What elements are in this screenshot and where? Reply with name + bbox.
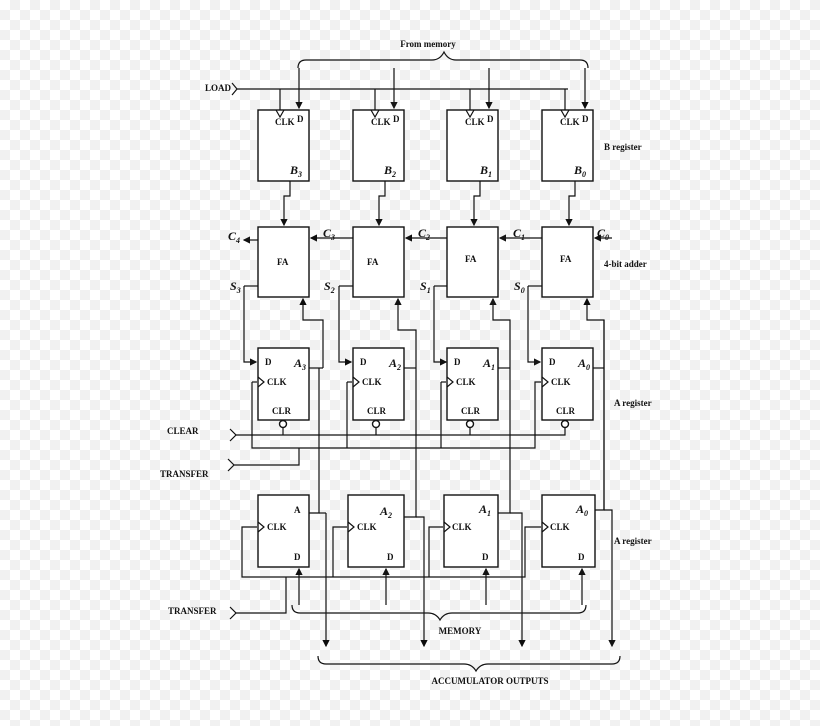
a3-d: D xyxy=(265,357,272,367)
out0-flipflop xyxy=(541,494,596,568)
load-input-chevron xyxy=(231,82,238,96)
out1-clk: CLK xyxy=(452,522,472,532)
a0-flipflop xyxy=(541,347,594,421)
a0-clk: CLK xyxy=(551,377,571,387)
out1-flipflop xyxy=(443,494,499,568)
fa-0 xyxy=(541,226,594,298)
b0-d: D xyxy=(582,114,589,124)
b0-output-label: B0 xyxy=(573,163,586,179)
out3-flipflop xyxy=(257,494,310,568)
a3-output-label: A3 xyxy=(293,356,306,372)
b3-clk: CLK xyxy=(275,117,295,127)
a-register-label-1: A register xyxy=(614,398,652,408)
out2-clk: CLK xyxy=(357,522,377,532)
b2-output-label: B2 xyxy=(383,163,396,179)
a2-clk: CLK xyxy=(362,377,382,387)
memory-label: MEMORY xyxy=(439,626,482,636)
c3-label: C3 xyxy=(323,226,335,242)
out3-output-label: A xyxy=(294,505,301,515)
b2-clk: CLK xyxy=(371,117,391,127)
a3-clk: CLK xyxy=(267,377,287,387)
a2-d: D xyxy=(360,357,367,367)
a-register-label-2: A register xyxy=(614,536,652,546)
b-register: CLK D B3 CLK D B2 CLK D B1 CLK D B0 xyxy=(257,109,594,182)
clear-label: CLEAR xyxy=(167,426,199,436)
a1-flipflop xyxy=(446,347,499,421)
a1-output-label: A1 xyxy=(482,356,495,372)
accumulator-outputs-brace xyxy=(317,655,621,673)
b3-output-label: B3 xyxy=(289,163,302,179)
b1-clk: CLK xyxy=(465,117,485,127)
transfer-input-chevron-1 xyxy=(227,458,235,472)
out2-output-label: A2 xyxy=(379,504,392,520)
from-memory-brace xyxy=(297,50,589,69)
b1-output-label: B1 xyxy=(479,163,492,179)
out2-flipflop xyxy=(347,494,405,568)
transfer-label-1: TRANSFER xyxy=(160,469,209,479)
b1-flipflop xyxy=(446,109,499,182)
a2-output-label: A2 xyxy=(388,356,401,372)
fa-2 xyxy=(352,226,405,298)
a2-clr: CLR xyxy=(367,406,387,416)
b1-d: D xyxy=(487,114,494,124)
a0-clr: CLR xyxy=(556,406,576,416)
b2-d: D xyxy=(393,114,400,124)
out3-d: D xyxy=(294,552,301,562)
a0-output-label: A0 xyxy=(577,356,590,372)
load-label: LOAD xyxy=(205,83,232,93)
s2-label: S2 xyxy=(324,279,335,295)
a1-clr: CLR xyxy=(461,406,481,416)
b0-flipflop xyxy=(541,109,594,182)
out0-clk: CLK xyxy=(550,522,570,532)
output-register: CLK D A CLK D A2 CLK D A1 CLK D A0 xyxy=(257,494,596,568)
c0-label: C0 xyxy=(597,226,609,242)
out1-output-label: A1 xyxy=(478,502,491,518)
c1-label: C1 xyxy=(513,226,525,242)
s3-label: S3 xyxy=(230,279,241,295)
from-memory-label: From memory xyxy=(400,39,456,49)
a2-flipflop xyxy=(352,347,405,421)
a3-flipflop xyxy=(257,347,310,421)
out1-d: D xyxy=(482,552,489,562)
fa-0-label: FA xyxy=(560,254,572,264)
fa-3 xyxy=(257,226,310,298)
b-register-label: B register xyxy=(604,142,642,152)
a0-d: D xyxy=(549,357,556,367)
b0-clk: CLK xyxy=(560,117,580,127)
a1-d: D xyxy=(454,357,461,367)
fa-1 xyxy=(446,226,499,298)
c4-label: C4 xyxy=(228,229,240,245)
accumulator-outputs-label: ACCUMULATOR OUTPUTS xyxy=(432,676,549,686)
out2-d: D xyxy=(387,552,394,562)
out0-d: D xyxy=(578,552,585,562)
a1-clk: CLK xyxy=(456,377,476,387)
s1-label: S1 xyxy=(420,279,431,295)
b3-d: D xyxy=(297,114,304,124)
fa-3-label: FA xyxy=(277,257,289,267)
out0-output-label: A0 xyxy=(575,502,588,518)
out3-clk: CLK xyxy=(267,522,287,532)
transfer-input-chevron-2 xyxy=(229,606,237,620)
four-bit-adder: FA FA FA FA xyxy=(257,226,594,298)
fa-2-label: FA xyxy=(367,257,379,267)
fa-1-label: FA xyxy=(465,254,477,264)
a-register: D CLK CLR A3 D CLK CLR A2 D CLK CLR A1 D… xyxy=(257,347,594,421)
adder-label: 4-bit adder xyxy=(604,259,647,269)
c2-label: C2 xyxy=(418,226,430,242)
s0-label: S0 xyxy=(514,279,525,295)
a3-clr: CLR xyxy=(272,406,292,416)
b2-flipflop xyxy=(352,109,405,182)
clear-input-chevron xyxy=(229,428,237,442)
transfer-label-2: TRANSFER xyxy=(168,606,217,616)
b3-flipflop xyxy=(257,109,310,182)
memory-brace xyxy=(291,604,587,622)
